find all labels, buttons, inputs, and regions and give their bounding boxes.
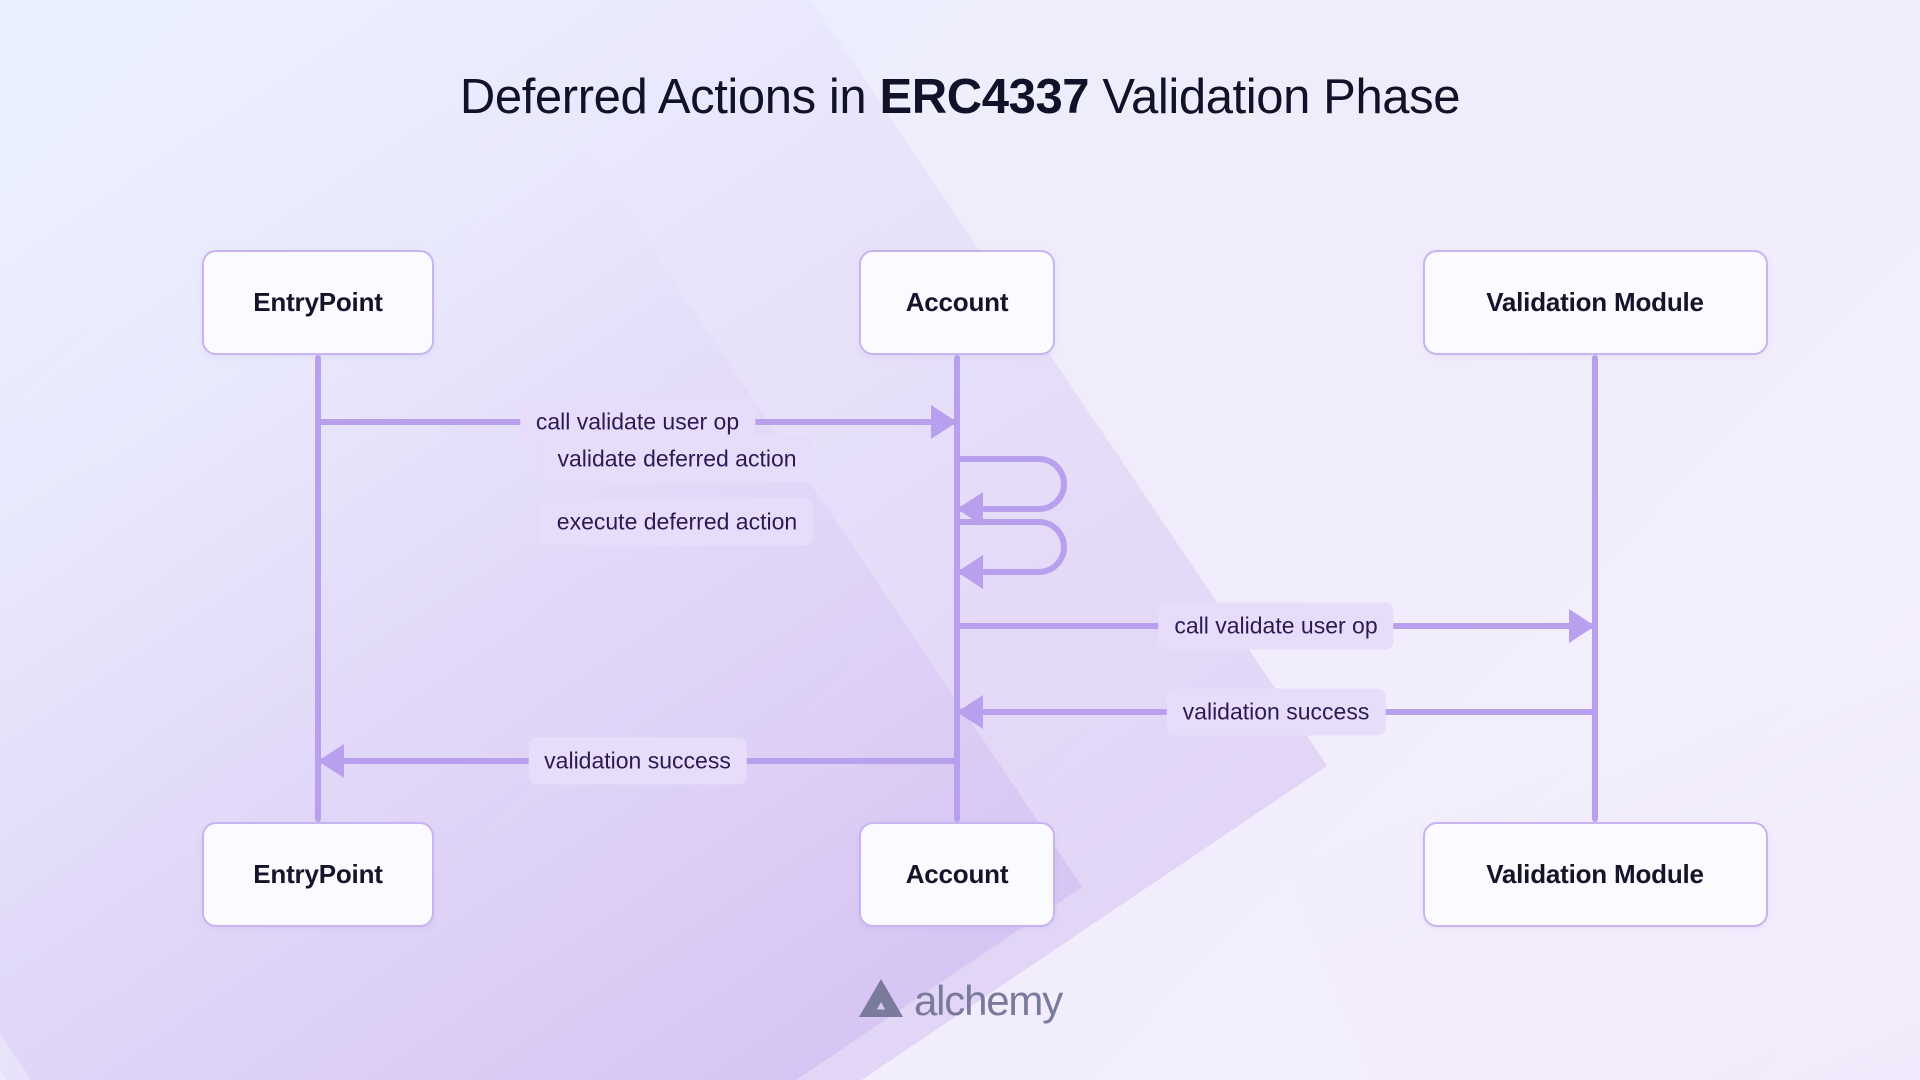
participant-label: EntryPoint: [253, 859, 383, 889]
participant-label: EntryPoint: [253, 287, 383, 317]
participant-top-account: Account: [859, 250, 1055, 355]
message-3-label: execute deferred action: [540, 498, 814, 546]
message-6-label: validation success: [528, 737, 747, 785]
message-4-arrowhead: [1569, 609, 1595, 643]
participant-label: Account: [905, 287, 1009, 317]
lifeline-validation: [1592, 355, 1598, 822]
title-emphasis: ERC4337: [879, 70, 1090, 124]
title-prefix: Deferred Actions in: [459, 70, 880, 124]
page-title: Deferred Actions in ERC4337 Validation P…: [0, 66, 1920, 128]
participant-bottom-entrypoint: EntryPoint: [202, 822, 434, 927]
message-3-self-loop: [957, 519, 1067, 575]
participant-label: Account: [905, 859, 1009, 889]
message-1-arrowhead: [931, 405, 957, 439]
message-2-self-loop: [957, 456, 1067, 512]
participant-label: Validation Module: [1486, 859, 1704, 889]
alchemy-triangle-logo-icon: [858, 978, 904, 1023]
message-5-arrowhead: [957, 695, 983, 729]
message-6-arrowhead: [318, 744, 344, 778]
participant-label: Validation Module: [1486, 287, 1704, 317]
message-4-label: call validate user op: [1158, 602, 1394, 650]
participant-top-validation: Validation Module: [1422, 250, 1768, 355]
message-3-arrowhead: [957, 555, 983, 589]
lifeline-entrypoint: [315, 355, 321, 822]
participant-bottom-account: Account: [859, 822, 1055, 927]
brand-logo: alchemy: [858, 976, 1063, 1024]
message-5-label: validation success: [1166, 688, 1386, 736]
message-2-label: validate deferred action: [541, 435, 813, 483]
participant-top-entrypoint: EntryPoint: [202, 250, 434, 355]
title-suffix: Validation Phase: [1089, 70, 1461, 124]
brand-wordmark: alchemy: [914, 976, 1063, 1024]
participant-bottom-validation: Validation Module: [1422, 822, 1768, 927]
